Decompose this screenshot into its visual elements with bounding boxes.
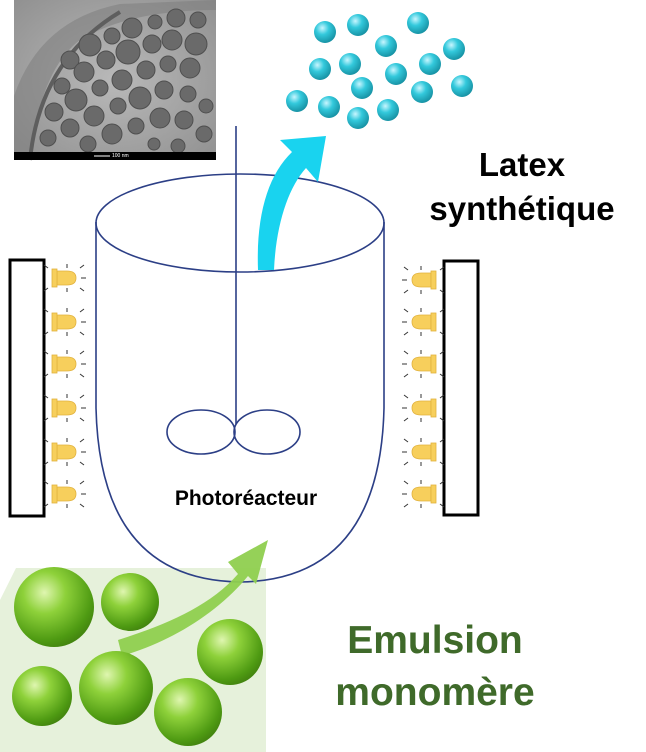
tem-micrograph-image: [14, 0, 216, 161]
monomer-droplets-front: [79, 651, 222, 746]
latex-particle: [443, 38, 465, 60]
led-icon: [401, 349, 445, 379]
led-icon: [401, 307, 445, 337]
stirrer-blade-right: [233, 409, 301, 455]
led-icon: [43, 393, 87, 423]
monomer-droplet: [14, 567, 94, 647]
latex-particle: [286, 90, 308, 112]
latex-particle: [318, 96, 340, 118]
input-arrow: [118, 540, 268, 656]
right-led-array: [401, 265, 445, 509]
latex-particle: [375, 35, 397, 57]
emulsion-label: Emulsion monomère: [300, 615, 570, 719]
latex-label: Latex synthétique: [412, 143, 632, 231]
led-icon: [401, 437, 445, 467]
stirrer-blade-left: [166, 409, 236, 455]
latex-particles: [286, 12, 473, 129]
led-icon: [401, 265, 445, 295]
latex-particle: [419, 53, 441, 75]
led-icon: [43, 437, 87, 467]
monomer-droplet: [197, 619, 263, 685]
latex-particle: [339, 53, 361, 75]
reactor-opening: [95, 173, 385, 273]
monomer-droplet: [101, 573, 159, 631]
latex-particle: [411, 81, 433, 103]
latex-particle: [309, 58, 331, 80]
emulsion-label-line2: monomère: [335, 671, 535, 714]
led-icon: [43, 263, 87, 293]
right-lamp-housing: [442, 259, 480, 517]
left-led-array: [43, 263, 87, 509]
reactor-label: Photoréacteur: [174, 487, 318, 510]
monomer-droplet: [79, 651, 153, 725]
latex-particle: [377, 99, 399, 121]
latex-label-line2: synthétique: [429, 190, 615, 227]
latex-particle: [314, 21, 336, 43]
monomer-droplet: [12, 666, 72, 726]
latex-particle: [347, 14, 369, 36]
led-icon: [43, 349, 87, 379]
latex-particle: [407, 12, 429, 34]
led-icon: [401, 393, 445, 423]
led-icon: [401, 479, 445, 509]
left-lamp-housing: [8, 258, 46, 518]
latex-particle: [451, 75, 473, 97]
latex-particle: [385, 63, 407, 85]
led-icon: [43, 307, 87, 337]
latex-particle: [347, 107, 369, 129]
monomer-droplet: [154, 678, 222, 746]
monomer-droplets: [12, 567, 263, 726]
led-icon: [43, 479, 87, 509]
latex-particle: [351, 77, 373, 99]
emulsion-label-line1: Emulsion: [347, 619, 523, 662]
output-arrow: [257, 136, 326, 270]
micrograph-scale-label: 100 nm: [112, 153, 129, 159]
reactor-vessel: [95, 222, 385, 583]
latex-label-line1: Latex: [478, 146, 566, 183]
